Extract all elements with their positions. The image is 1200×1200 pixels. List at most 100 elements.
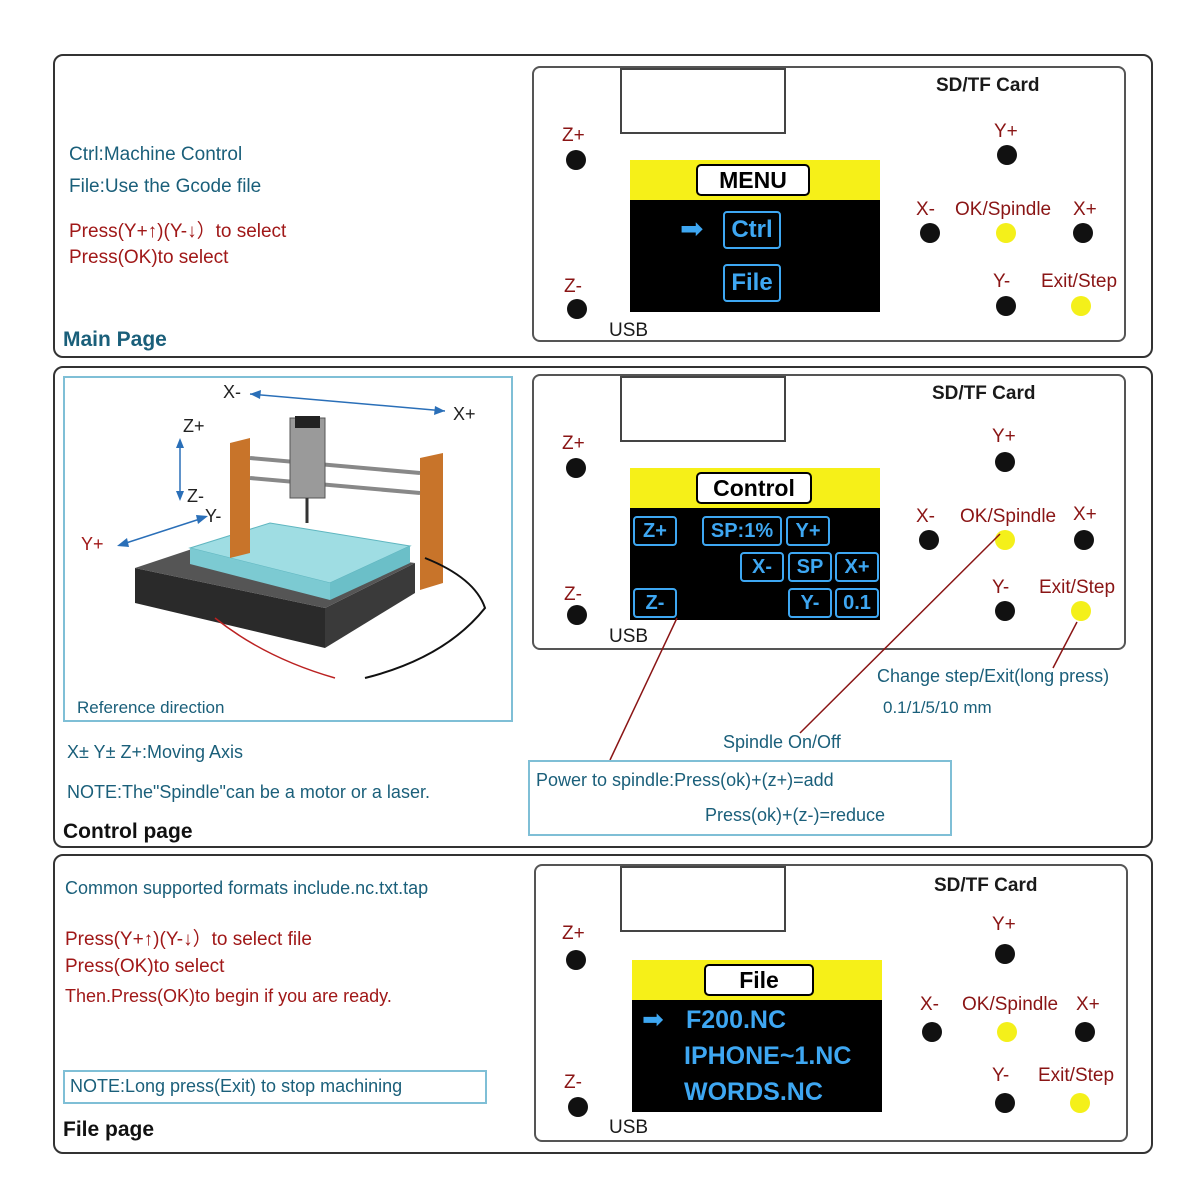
x-plus-label: X+	[1076, 994, 1100, 1015]
main-page-title: Main Page	[63, 328, 167, 351]
control-page-title: Control page	[63, 820, 193, 843]
ctrl-x-plus-button[interactable]: X+	[835, 552, 879, 582]
reference-image-box: X- X+ Z+ Z- Y- Y+ Reference direction	[63, 376, 513, 722]
lcd-screen-file: File ➡ F200.NC IPHONE~1.NC WORDS.NC	[632, 960, 882, 1112]
y-plus-label: Y+	[992, 426, 1016, 447]
long-press-note: NOTE:Long press(Exit) to stop machining	[70, 1076, 403, 1096]
x-minus-button[interactable]	[920, 223, 940, 243]
y-minus-label: Y-	[993, 271, 1011, 292]
main-file-desc: File:Use the Gcode file	[69, 176, 262, 197]
main-select-instr: Press(Y+↑)(Y-↓）to select	[69, 221, 287, 242]
sd-card-slot	[620, 866, 786, 932]
sd-card-label: SD/TF Card	[934, 875, 1038, 896]
long-press-note-box: NOTE:Long press(Exit) to stop machining	[63, 1070, 487, 1104]
usb-label: USB	[609, 1117, 649, 1138]
ctrl-z-minus-button[interactable]: Z-	[633, 588, 677, 618]
main-controller-board: SD/TF Card Z+ Z- USB Y+ X- OK/Spindle X+…	[532, 66, 1126, 342]
z-minus-button[interactable]	[568, 1097, 588, 1117]
y-plus-button[interactable]	[995, 944, 1015, 964]
exit-step-button[interactable]	[1071, 601, 1091, 621]
x-plus-button[interactable]	[1073, 223, 1093, 243]
control-page-panel: X- X+ Z+ Z- Y- Y+ Reference direction X±…	[53, 366, 1153, 848]
y-minus-button[interactable]	[995, 601, 1015, 621]
z-minus-button[interactable]	[567, 605, 587, 625]
ctrl-y-minus-button[interactable]: Y-	[788, 588, 832, 618]
control-controller-board: SD/TF Card Z+ Z- USB Y+ X- OK/Spindle X+…	[532, 374, 1126, 650]
sd-card-slot	[620, 68, 786, 134]
file-list-item[interactable]: WORDS.NC	[684, 1078, 823, 1106]
axis-y-plus-label: Y+	[81, 534, 104, 554]
menu-item-file[interactable]: File	[723, 264, 781, 302]
ok-spindle-label: OK/Spindle	[962, 994, 1059, 1015]
axis-z-minus-label: Z-	[187, 486, 204, 506]
file-list-item[interactable]: IPHONE~1.NC	[684, 1042, 852, 1070]
ctrl-step-button[interactable]: 0.1	[835, 588, 879, 618]
axis-z-plus-label: Z+	[183, 416, 205, 436]
file-begin-instr: Then.Press(OK)to begin if you are ready.	[65, 986, 392, 1006]
x-plus-label: X+	[1073, 504, 1097, 525]
change-step-caption: Change step/Exit(long press)	[877, 666, 1110, 686]
sd-card-slot	[620, 376, 786, 442]
ctrl-spindle-power-button[interactable]: SP:1%	[702, 516, 782, 546]
z-plus-label: Z+	[562, 125, 585, 146]
x-plus-label: X+	[1073, 199, 1097, 220]
usb-label: USB	[609, 320, 649, 341]
z-plus-button[interactable]	[566, 150, 586, 170]
z-minus-button[interactable]	[567, 299, 587, 319]
moving-axis-text: X± Y± Z+:Moving Axis	[67, 742, 243, 762]
ok-spindle-button[interactable]	[995, 530, 1015, 550]
lcd-screen-menu: MENU ➡ Ctrl File	[630, 160, 880, 312]
z-plus-label: Z+	[562, 433, 585, 454]
z-plus-label: Z+	[562, 923, 585, 944]
file-page-panel: Common supported formats include.nc.txt.…	[53, 854, 1153, 1154]
spindle-onoff-caption: Spindle On/Off	[723, 732, 841, 752]
ok-spindle-button[interactable]	[997, 1022, 1017, 1042]
x-minus-button[interactable]	[922, 1022, 942, 1042]
exit-step-button[interactable]	[1071, 296, 1091, 316]
ctrl-x-minus-button[interactable]: X-	[740, 552, 784, 582]
z-plus-button[interactable]	[566, 950, 586, 970]
sd-card-label: SD/TF Card	[932, 383, 1036, 404]
x-minus-label: X-	[916, 506, 935, 527]
main-page-panel: Ctrl:Machine Control File:Use the Gcode …	[53, 54, 1153, 358]
axis-y-minus-label: Y-	[205, 506, 222, 526]
lcd-screen-control: Control Z+ SP:1% Y+ X- SP X+ Z- Y- 0.1	[630, 468, 880, 620]
control-screen-title: Control	[696, 472, 812, 504]
spindle-note: NOTE:The"Spindle"can be a motor or a las…	[67, 782, 430, 802]
y-plus-button[interactable]	[995, 452, 1015, 472]
file-list-item[interactable]: F200.NC	[686, 1006, 787, 1034]
y-plus-label: Y+	[992, 914, 1016, 935]
x-minus-button[interactable]	[919, 530, 939, 550]
reference-direction-caption: Reference direction	[77, 698, 225, 717]
menu-screen-title: MENU	[696, 164, 810, 196]
ok-spindle-button[interactable]	[996, 223, 1016, 243]
exit-step-label: Exit/Step	[1039, 577, 1116, 598]
y-minus-button[interactable]	[995, 1093, 1015, 1113]
file-controller-board: SD/TF Card Z+ Z- USB Y+ X- OK/Spindle X+…	[534, 864, 1128, 1142]
sd-card-label: SD/TF Card	[936, 75, 1040, 96]
y-plus-label: Y+	[994, 121, 1018, 142]
exit-step-button[interactable]	[1070, 1093, 1090, 1113]
y-plus-button[interactable]	[997, 145, 1017, 165]
axis-x-plus-label: X+	[453, 404, 476, 424]
x-minus-label: X-	[916, 199, 935, 220]
x-plus-button[interactable]	[1075, 1022, 1095, 1042]
menu-item-ctrl[interactable]: Ctrl	[723, 211, 781, 249]
axis-x-minus-label: X-	[223, 382, 241, 402]
x-plus-button[interactable]	[1074, 530, 1094, 550]
ctrl-z-plus-button[interactable]: Z+	[633, 516, 677, 546]
main-ctrl-desc: Ctrl:Machine Control	[69, 144, 243, 165]
ctrl-y-plus-button[interactable]: Y+	[786, 516, 830, 546]
power-spindle-box: Power to spindle:Press(ok)+(z+)=add Pres…	[528, 760, 952, 836]
y-minus-button[interactable]	[996, 296, 1016, 316]
select-arrow-icon: ➡	[642, 1004, 664, 1034]
file-ok-instr: Press(OK)to select	[65, 956, 225, 977]
file-page-title: File page	[63, 1118, 155, 1141]
ctrl-spindle-button[interactable]: SP	[788, 552, 832, 582]
x-minus-label: X-	[920, 994, 939, 1015]
file-select-instr: Press(Y+↑)(Y-↓）to select file	[65, 929, 312, 950]
ok-spindle-label: OK/Spindle	[960, 506, 1057, 527]
file-screen-title: File	[704, 964, 814, 996]
y-minus-label: Y-	[992, 577, 1010, 598]
z-plus-button[interactable]	[566, 458, 586, 478]
